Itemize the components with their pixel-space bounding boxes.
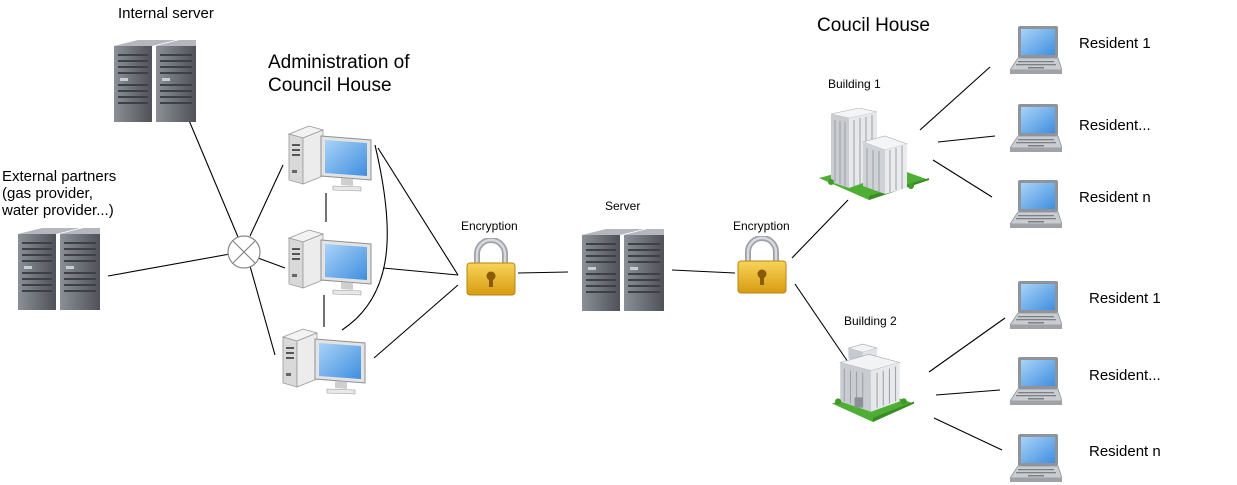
link-hub-pc1 xyxy=(249,164,284,237)
internal-server-label: Internal server xyxy=(118,5,214,22)
b1-resident-3-label: Resident n xyxy=(1079,189,1151,206)
b2-resident-1-laptop-icon xyxy=(1010,281,1062,329)
b1-resident-2-label: Resident... xyxy=(1079,117,1151,134)
b1-resident-3-laptop-icon xyxy=(1010,180,1062,228)
admin-title-line2: Council House xyxy=(268,75,392,96)
admin-workstation-2-icon xyxy=(288,229,372,296)
b1-resident-2-laptop-icon xyxy=(1010,104,1062,152)
external-partners-line1: External partners xyxy=(2,168,116,185)
internal-server-icon xyxy=(114,40,196,122)
link-server-lock xyxy=(671,269,736,274)
external-partners-line3: water provider...) xyxy=(1,202,114,219)
connection-lines xyxy=(107,66,1006,451)
link-external-hub xyxy=(107,253,231,277)
admin-workstation-1-icon xyxy=(288,125,372,192)
admin-title-line1: Administration of xyxy=(268,52,410,73)
link-internal-server-hub xyxy=(187,117,239,238)
server-label: Server xyxy=(605,199,640,213)
link-b2-resident3 xyxy=(933,417,1003,451)
building-1-icon xyxy=(818,108,930,200)
b2-resident-3-laptop-icon xyxy=(1010,434,1062,482)
external-partners-server-icon xyxy=(18,228,100,310)
network-hub-icon xyxy=(227,235,261,269)
building-1-label: Building 1 xyxy=(828,77,881,91)
building-2-label: Building 2 xyxy=(844,314,897,328)
b2-resident-2-label: Resident... xyxy=(1089,367,1161,384)
link-hub-pc2 xyxy=(257,257,286,269)
b1-resident-1-laptop-icon xyxy=(1010,26,1062,74)
link-pc2-lock xyxy=(382,267,459,276)
link-hub-pc3 xyxy=(249,265,276,356)
b2-resident-2-laptop-icon xyxy=(1010,357,1062,405)
link-pc3-lock xyxy=(373,284,459,359)
link-lock-building2 xyxy=(794,283,849,363)
link-b2-resident1 xyxy=(928,317,1006,373)
link-lock-server xyxy=(517,271,569,274)
link-b2-resident2 xyxy=(935,389,1001,396)
link-b1-resident2 xyxy=(937,135,996,143)
link-pc1-pc3-curve xyxy=(341,144,388,331)
b2-resident-3-label: Resident n xyxy=(1089,443,1161,460)
b2-resident-1-label: Resident 1 xyxy=(1089,290,1161,307)
link-b1-resident3 xyxy=(932,159,993,198)
admin-workstation-3-icon xyxy=(282,328,366,395)
encryption-left-lock-icon xyxy=(467,240,515,295)
encryption-right-label: Encryption xyxy=(733,219,790,233)
link-b1-resident1 xyxy=(919,66,991,131)
b1-resident-1-label: Resident 1 xyxy=(1079,35,1151,52)
link-lock-building1 xyxy=(791,199,849,259)
encryption-right-lock-icon xyxy=(738,238,786,293)
central-server-icon xyxy=(582,229,664,311)
external-partners-line2: (gas provider, xyxy=(2,185,93,202)
link-pc1-lock xyxy=(377,147,459,276)
council-house-title: Coucil House xyxy=(817,15,930,36)
encryption-left-label: Encryption xyxy=(461,219,518,233)
